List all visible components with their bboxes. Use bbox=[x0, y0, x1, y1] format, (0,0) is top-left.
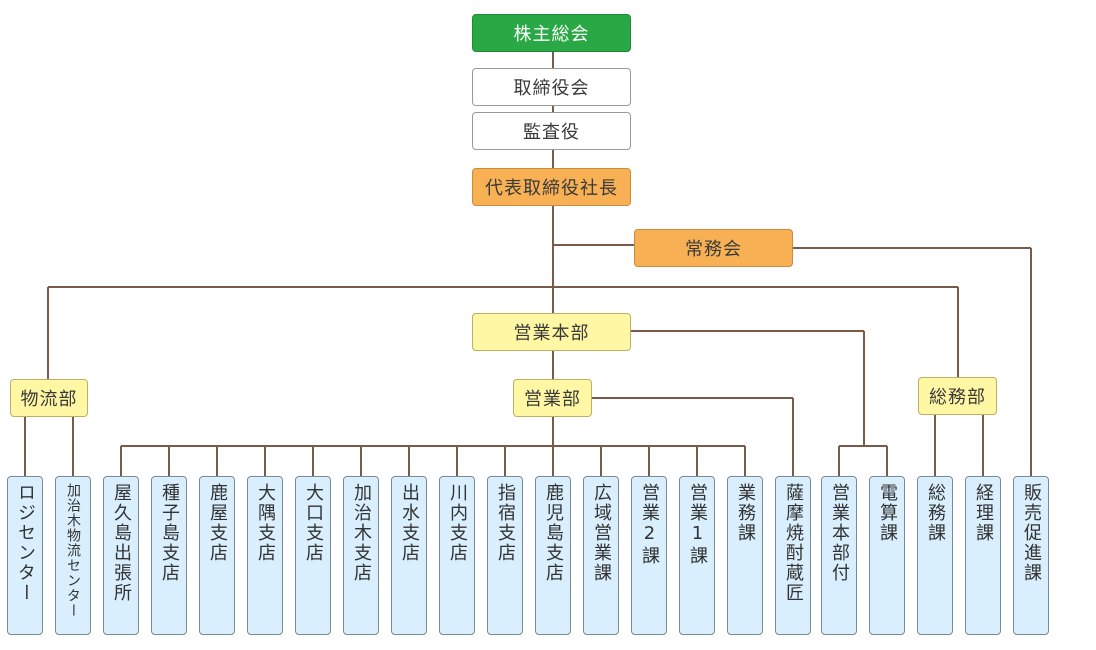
executive-committee-box: 常務会 bbox=[634, 229, 793, 267]
logistics-dept-label: 物流部 bbox=[20, 389, 78, 410]
leaf-kagoshima-branch: 鹿児島支店 bbox=[535, 476, 571, 635]
leaf-kajiki-branch: 加治木支店 bbox=[343, 476, 379, 635]
leaf-label: 出水支店 bbox=[399, 483, 420, 563]
president-box: 代表取締役社長 bbox=[472, 168, 631, 206]
leaf-sales-section-1: 営業1課 bbox=[679, 476, 715, 635]
leaf-label: 川内支店 bbox=[447, 483, 468, 563]
leaf-sales-promotion-section: 販売促進課 bbox=[1013, 476, 1049, 635]
leaf-label: 大隅支店 bbox=[255, 483, 276, 563]
executive-committee-label: 常務会 bbox=[685, 239, 742, 260]
auditor-label: 監査役 bbox=[523, 122, 580, 143]
president-label: 代表取締役社長 bbox=[485, 178, 618, 199]
leaf-kajiki-logistics-center: 加治木物流センター bbox=[55, 476, 91, 635]
leaf-label: 加治木物流センター bbox=[65, 483, 81, 618]
leaf-accounting-section: 経理課 bbox=[965, 476, 1001, 635]
leaf-label: 鹿児島支店 bbox=[543, 483, 564, 583]
leaf-sendai-branch: 川内支店 bbox=[439, 476, 475, 635]
leaf-label: 指宿支店 bbox=[495, 483, 516, 563]
leaf-yakushima-office: 屋久島出張所 bbox=[103, 476, 139, 635]
leaf-sales-section-2: 営業2課 bbox=[631, 476, 667, 635]
shareholders-meeting-box: 株主総会 bbox=[472, 14, 631, 52]
leaf-osumi-branch: 大隅支店 bbox=[247, 476, 283, 635]
board-of-directors-label: 取締役会 bbox=[513, 78, 590, 99]
leaf-ibusuki-branch: 指宿支店 bbox=[487, 476, 523, 635]
sales-headquarters-label: 営業本部 bbox=[513, 323, 590, 344]
leaf-sales-hq-attached: 営業本部付 bbox=[821, 476, 857, 635]
logistics-dept-box: 物流部 bbox=[10, 379, 88, 417]
leaf-label: 業務課 bbox=[735, 483, 756, 543]
leaf-general-affairs-section: 総務課 bbox=[917, 476, 953, 635]
leaf-label: 電算課 bbox=[877, 483, 898, 543]
leaf-label: ロジセンター bbox=[15, 483, 36, 603]
leaf-label: 薩摩焼酎蔵匠 bbox=[783, 483, 804, 603]
leaf-wide-area-sales-section: 広域営業課 bbox=[583, 476, 619, 635]
leaf-logi-center: ロジセンター bbox=[7, 476, 43, 635]
leaf-label: 大口支店 bbox=[303, 483, 324, 563]
auditor-box: 監査役 bbox=[472, 112, 631, 150]
shareholders-meeting-label: 株主総会 bbox=[513, 24, 590, 45]
leaf-it-section: 電算課 bbox=[869, 476, 905, 635]
leaf-label: 加治木支店 bbox=[351, 483, 372, 583]
leaf-izumi-branch: 出水支店 bbox=[391, 476, 427, 635]
leaf-label: 屋久島出張所 bbox=[111, 483, 132, 603]
leaf-satsuma-shochu-kurasho: 薩摩焼酎蔵匠 bbox=[775, 476, 811, 635]
leaf-label: 広域営業課 bbox=[591, 483, 612, 583]
sales-dept-box: 営業部 bbox=[513, 379, 592, 417]
leaf-label: 鹿屋支店 bbox=[207, 483, 228, 563]
leaf-label: 販売促進課 bbox=[1021, 483, 1042, 583]
general-affairs-dept-box: 総務部 bbox=[918, 377, 997, 415]
leaf-label: 営業1課 bbox=[687, 483, 708, 566]
leaf-okuchi-branch: 大口支店 bbox=[295, 476, 331, 635]
leaf-operations-section: 業務課 bbox=[727, 476, 763, 635]
leaf-label: 営業2課 bbox=[639, 483, 660, 566]
leaf-label: 経理課 bbox=[973, 483, 994, 543]
leaf-label: 種子島支店 bbox=[159, 483, 180, 583]
leaf-label: 総務課 bbox=[925, 483, 946, 543]
leaf-kanoya-branch: 鹿屋支店 bbox=[199, 476, 235, 635]
sales-dept-label: 営業部 bbox=[524, 389, 581, 410]
leaf-tanegashima-branch: 種子島支店 bbox=[151, 476, 187, 635]
sales-headquarters-box: 営業本部 bbox=[472, 313, 631, 351]
leaf-label: 営業本部付 bbox=[829, 483, 850, 583]
board-of-directors-box: 取締役会 bbox=[472, 68, 631, 106]
general-affairs-dept-label: 総務部 bbox=[929, 387, 986, 408]
